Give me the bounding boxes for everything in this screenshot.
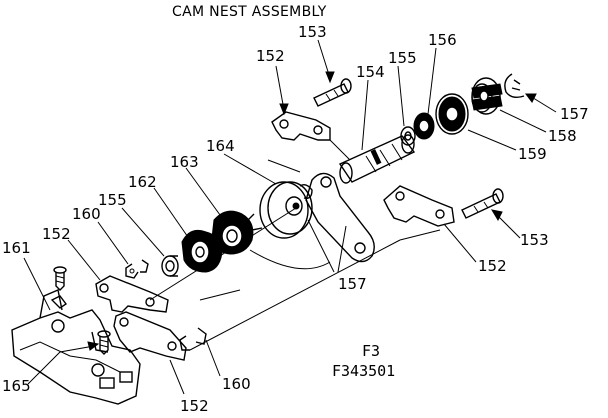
pin-153-top (313, 78, 352, 107)
cam-163 (211, 210, 254, 255)
label-160-left: 160 (72, 205, 101, 223)
label-155-top: 155 (388, 49, 417, 67)
lever-152-left (95, 275, 169, 313)
label-153-right: 153 (520, 231, 549, 249)
base-plate-165 (11, 289, 141, 405)
label-154: 154 (356, 63, 385, 81)
label-152-top: 152 (256, 47, 285, 65)
label-161: 161 (2, 239, 31, 257)
cam-162 (181, 229, 223, 273)
label-157-mid: 157 (338, 275, 367, 293)
label-158: 158 (548, 127, 577, 145)
alignment-lines (149, 139, 441, 351)
label-163: 163 (170, 153, 199, 171)
clip-160-bottom (179, 327, 207, 351)
lever-152-right (383, 185, 455, 227)
disc-164 (259, 181, 313, 239)
label-152-right: 152 (478, 257, 507, 275)
label-157-right: 157 (560, 105, 589, 123)
label-162: 162 (128, 173, 157, 191)
label-164: 164 (206, 137, 235, 155)
label-152-left: 152 (42, 225, 71, 243)
gear-159 (435, 93, 469, 135)
figure-number: F343501 (332, 362, 396, 380)
label-152-bottom: 152 (180, 397, 209, 415)
screw-lower (97, 330, 111, 355)
label-159: 159 (518, 145, 547, 163)
clip-160-left (125, 259, 149, 279)
label-155-left: 155 (98, 191, 127, 209)
leader-lines (23, 39, 557, 395)
label-165: 165 (2, 377, 31, 395)
washer-156 (413, 112, 435, 140)
clip-near-164 (247, 213, 263, 231)
figure-label: F3 (362, 342, 381, 360)
shaft-154 (338, 134, 416, 184)
lever-152-bottom (113, 311, 187, 361)
spacer-155-left (161, 255, 179, 277)
eclip-157-right (504, 73, 525, 99)
spacer-155-top (400, 126, 416, 146)
bracket-arm (299, 172, 375, 263)
gear-158 (471, 77, 503, 115)
label-153-top: 153 (298, 23, 327, 41)
screw-161 (53, 266, 67, 291)
diagram-title: CAM NEST ASSEMBLY (172, 4, 327, 20)
lever-152-top (271, 111, 331, 141)
label-156: 156 (428, 31, 457, 49)
pin-153-right (461, 188, 504, 219)
label-160-bottom: 160 (222, 375, 251, 393)
